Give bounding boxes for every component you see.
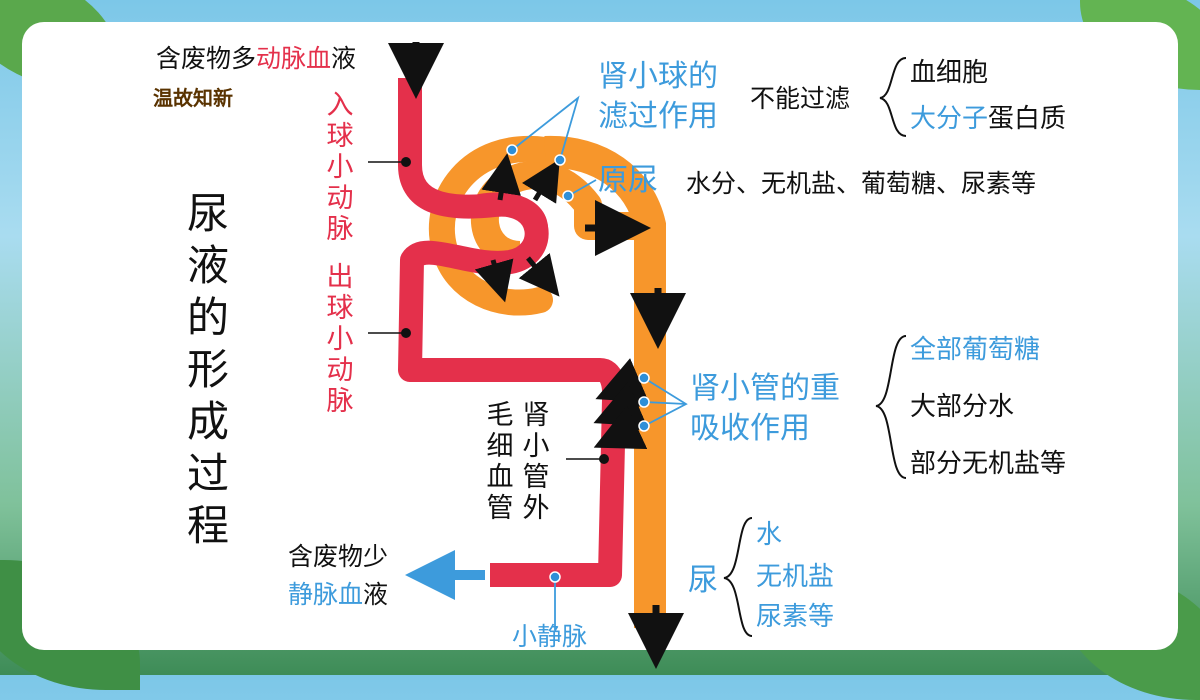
efferent-label: 出球小动脉 bbox=[326, 262, 354, 417]
glomerulus-loop bbox=[478, 192, 548, 245]
capillary-dot bbox=[599, 454, 609, 464]
artery-in-prefix: 含废物多 bbox=[156, 44, 257, 73]
page-title: 尿液的形成过程 bbox=[186, 189, 229, 550]
artery-in-suffix: 液 bbox=[331, 44, 357, 73]
review-label: 温故知新 bbox=[153, 86, 233, 110]
reabsorb-line2: 吸收作用 bbox=[690, 411, 810, 446]
reabsorb-dot bbox=[638, 396, 650, 408]
brace-filter bbox=[879, 57, 907, 137]
glom-filter-line1: 肾小球的 bbox=[598, 59, 718, 94]
glom-filter-line2: 滤过作用 bbox=[598, 99, 718, 134]
reabsorb-leader bbox=[643, 401, 687, 405]
glom-filter-dot bbox=[506, 144, 518, 156]
reabsorption-arrow bbox=[593, 405, 648, 450]
vein-out-suffix: 液 bbox=[363, 580, 389, 609]
vein-out-line1: 含废物少 bbox=[288, 542, 389, 571]
afferent-label: 入球小动脉 bbox=[326, 90, 354, 245]
glom-filter-dot bbox=[554, 154, 566, 166]
efferent-dot bbox=[401, 328, 411, 338]
vein-out-blue: 静脉血 bbox=[288, 580, 364, 609]
venule-dot bbox=[549, 571, 561, 583]
glom-filter-leader bbox=[511, 95, 580, 161]
some-salts-label: 部分无机盐等 bbox=[910, 449, 1067, 479]
blood-cells-label: 血细胞 bbox=[910, 58, 989, 88]
nephron-diagram bbox=[368, 42, 907, 669]
macro-blue: 大分子 bbox=[910, 104, 989, 134]
reabsorb-line1: 肾小管的重 bbox=[690, 371, 840, 406]
artery-in-red: 动脉血 bbox=[256, 44, 332, 73]
reabsorb-dot bbox=[638, 372, 650, 384]
capillary-col1: 肾小管外 bbox=[522, 400, 550, 524]
filtration-arrow bbox=[518, 252, 560, 297]
all-glucose-label: 全部葡萄糖 bbox=[910, 335, 1041, 365]
artery-in-label: 含废物多动脉血液 bbox=[156, 46, 356, 71]
macro-protein-label: 大分子蛋白质 bbox=[910, 106, 1066, 132]
filtration-arrow bbox=[521, 159, 560, 204]
primary-urine-dot bbox=[562, 190, 574, 202]
urine-urea: 尿素等 bbox=[756, 602, 835, 632]
venule-label: 小静脉 bbox=[512, 622, 588, 651]
urine-salts: 无机盐 bbox=[756, 562, 835, 592]
primary-urine-components: 水分、无机盐、葡萄糖、尿素等 bbox=[686, 169, 1037, 198]
capillary-col2: 毛细血管 bbox=[486, 400, 514, 524]
brace-urine bbox=[723, 517, 753, 637]
afferent-dot bbox=[401, 157, 411, 167]
primary-urine-label: 原尿 bbox=[598, 163, 658, 198]
cannot-filter-label: 不能过滤 bbox=[750, 84, 851, 113]
filtration-arrow bbox=[474, 258, 514, 303]
vein-out-line2: 静脉血液 bbox=[288, 582, 388, 607]
macro-rest: 蛋白质 bbox=[988, 104, 1067, 134]
urine-water: 水 bbox=[756, 520, 783, 550]
urine-label: 尿 bbox=[688, 563, 718, 598]
brace-reabsorb bbox=[875, 335, 907, 479]
reabsorb-dot bbox=[638, 420, 650, 432]
most-water-label: 大部分水 bbox=[910, 392, 1015, 422]
filtration-arrow bbox=[481, 153, 521, 201]
